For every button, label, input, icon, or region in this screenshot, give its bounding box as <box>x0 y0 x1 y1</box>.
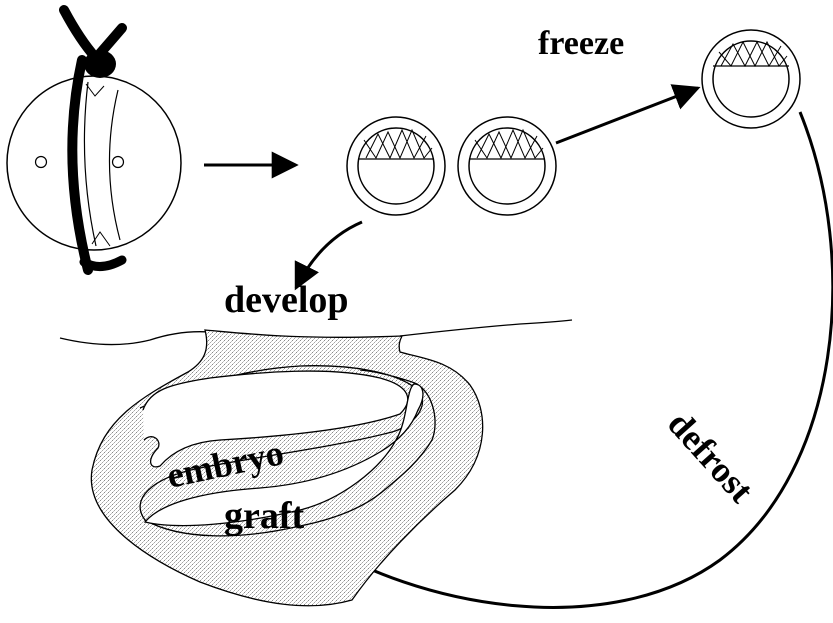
cell-2 <box>458 117 556 215</box>
source-sphere <box>7 76 181 250</box>
frozen-cell <box>702 30 800 128</box>
label-develop: develop <box>224 279 349 321</box>
cell-1 <box>347 117 445 215</box>
arrow-to-frozen <box>556 88 698 143</box>
label-graft: graft <box>224 495 305 537</box>
label-freeze: freeze <box>538 25 624 62</box>
host-embryo <box>60 320 572 606</box>
label-defrost: defrost <box>660 404 762 511</box>
